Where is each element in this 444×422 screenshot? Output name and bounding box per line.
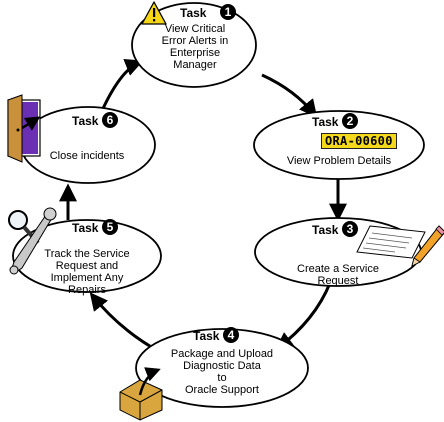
warning-icon xyxy=(141,1,167,25)
error-code-badge: ORA-00600 xyxy=(321,133,397,149)
document-pencil-icon xyxy=(356,225,444,267)
task-6-number: 6 xyxy=(107,113,114,127)
task-3-number: 3 xyxy=(347,222,354,236)
tools-icon xyxy=(8,207,57,275)
task-5-description: Track the Service Request and Implement … xyxy=(44,248,130,296)
arrow-6-to-1 xyxy=(98,59,144,116)
door-icon xyxy=(7,94,41,163)
arrow-4-to-5 xyxy=(89,292,161,354)
task-2-description: View Problem Details xyxy=(286,155,392,167)
task-2-badge xyxy=(342,113,358,129)
task-6-badge xyxy=(102,112,118,128)
task-6-label: Task xyxy=(72,114,99,128)
task-5-badge xyxy=(102,219,118,235)
task-1-badge xyxy=(220,4,236,20)
task-5-label: Task xyxy=(72,221,99,235)
task-4-ellipse xyxy=(135,328,309,408)
task-2-number: 2 xyxy=(347,114,354,128)
task-5-number: 5 xyxy=(107,220,114,234)
task-1-description: View Critical Error Alerts in Enterprise… xyxy=(161,23,229,71)
arrow-3-to-4 xyxy=(275,282,332,351)
task-4-badge xyxy=(223,327,239,343)
task-4-label: Task xyxy=(193,329,220,343)
task-3-label: Task xyxy=(312,223,339,237)
task-1-number: 1 xyxy=(225,5,232,19)
task-4-description: Package and Upload Diagnostic Data to Or… xyxy=(170,348,274,396)
task-2-label: Task xyxy=(312,115,339,129)
task-6-description: Close incidents xyxy=(49,150,125,162)
task-4-number: 4 xyxy=(228,328,235,342)
package-icon xyxy=(119,367,163,421)
task-3-badge xyxy=(342,221,358,237)
arrow-1-to-2 xyxy=(261,73,318,118)
task-5-ellipse xyxy=(12,219,162,293)
task-3-description: Create a Service Request xyxy=(297,263,379,287)
task-1-label: Task xyxy=(180,6,207,20)
